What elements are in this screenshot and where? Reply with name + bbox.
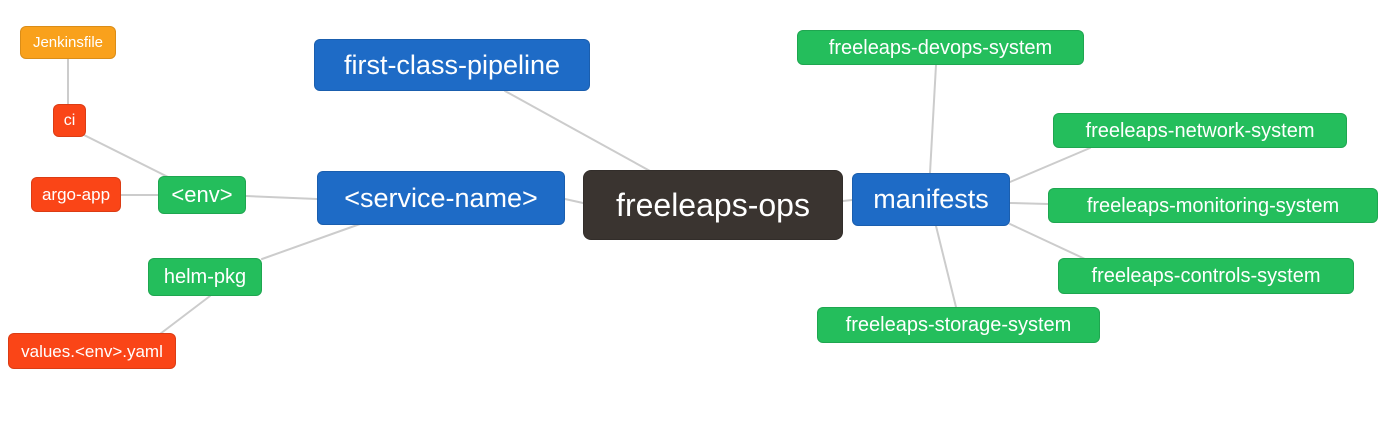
node-freeleaps-network-system[interactable]: freeleaps-network-system [1053, 113, 1347, 148]
node-freeleaps-controls-system[interactable]: freeleaps-controls-system [1058, 258, 1354, 294]
edge-helm-pkg-service-name [261, 223, 361, 260]
node-env[interactable]: <env> [158, 176, 246, 214]
edge-values-helm-pkg [159, 295, 211, 335]
edge-manifests-network [1009, 147, 1091, 183]
edge-service-name-ops [564, 198, 584, 204]
node-service-name[interactable]: <service-name> [317, 171, 565, 225]
edge-ops-manifests [842, 199, 853, 202]
node-freeleaps-monitoring-system[interactable]: freeleaps-monitoring-system [1048, 188, 1378, 223]
node-freeleaps-devops-system[interactable]: freeleaps-devops-system [797, 30, 1084, 65]
edge-manifests-monitoring [1009, 202, 1049, 205]
edge-pipeline-ops [504, 90, 651, 172]
node-jenkinsfile[interactable]: Jenkinsfile [20, 26, 116, 59]
edge-manifests-controls [1009, 223, 1086, 260]
node-helm-pkg[interactable]: helm-pkg [148, 258, 262, 296]
node-argo-app[interactable]: argo-app [31, 177, 121, 212]
node-manifests[interactable]: manifests [852, 173, 1010, 226]
node-first-class-pipeline[interactable]: first-class-pipeline [314, 39, 590, 91]
node-freeleaps-ops-root[interactable]: freeleaps-ops [583, 170, 843, 240]
edge-env-service-name [245, 195, 318, 200]
node-freeleaps-storage-system[interactable]: freeleaps-storage-system [817, 307, 1100, 343]
edge-manifests-storage [935, 225, 957, 308]
edge-devops-manifests [929, 64, 937, 174]
edge-ci-env [83, 134, 169, 178]
node-ci[interactable]: ci [53, 104, 86, 137]
node-values-env-yaml[interactable]: values.<env>.yaml [8, 333, 176, 369]
